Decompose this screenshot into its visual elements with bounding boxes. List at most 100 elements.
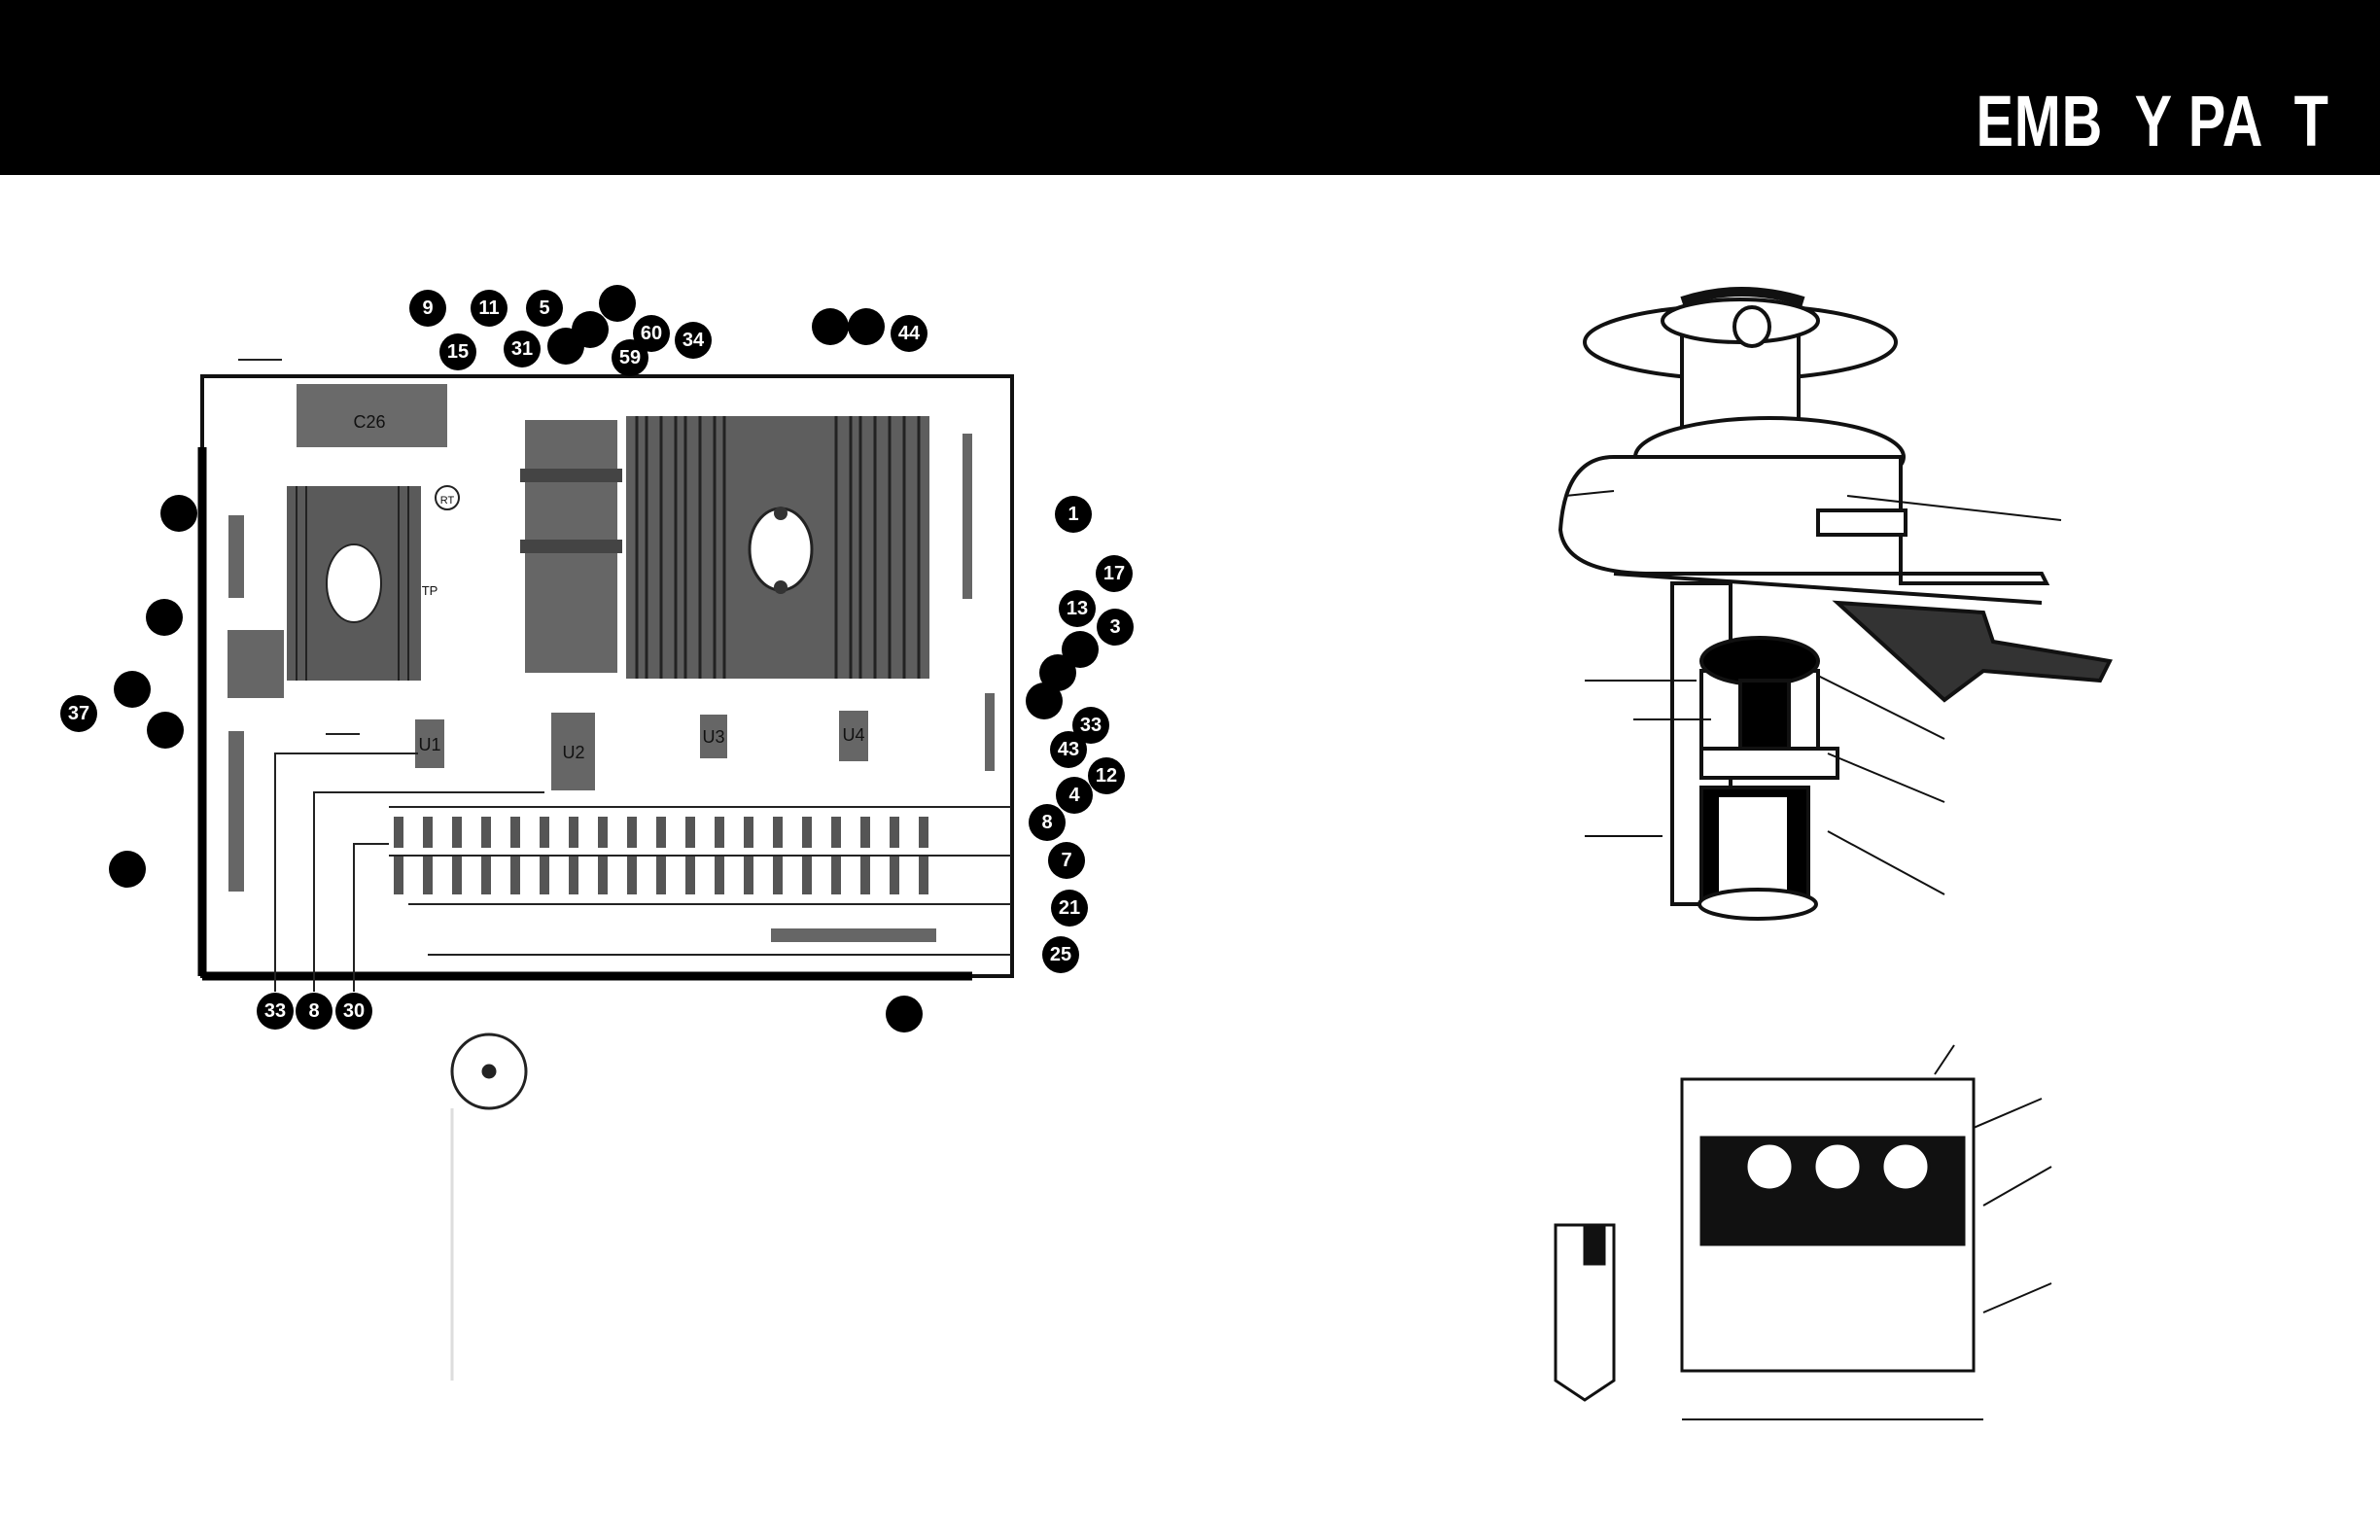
rt-label: RT bbox=[440, 495, 455, 507]
callout-marker bbox=[146, 599, 183, 636]
callout-marker bbox=[547, 328, 584, 365]
callout-marker bbox=[886, 996, 923, 1032]
page-title: EMB Y PA T bbox=[1976, 81, 2329, 161]
resistor bbox=[423, 856, 433, 894]
resistor bbox=[831, 817, 841, 848]
callout-circle bbox=[1051, 890, 1088, 927]
callout-number: 3 bbox=[1109, 616, 1120, 638]
resistor bbox=[598, 856, 608, 894]
callout-number: 34 bbox=[682, 330, 705, 351]
callout-circle bbox=[296, 993, 332, 1030]
resistor bbox=[540, 817, 549, 848]
circuit-board-diagram: C26 U1 U2 U3 U4 RT TP bbox=[60, 285, 1134, 1032]
resistor bbox=[627, 817, 637, 848]
callout-circle bbox=[547, 328, 584, 365]
callout-marker: 21 bbox=[1051, 890, 1088, 927]
callout-circle bbox=[891, 315, 928, 352]
callout-number: 31 bbox=[511, 338, 533, 360]
callout-number: 8 bbox=[1041, 812, 1052, 833]
callout-circle bbox=[471, 290, 508, 327]
callout-number: 25 bbox=[1050, 944, 1071, 965]
switch-assembly-diagram bbox=[1554, 1044, 2052, 1420]
callout-circle bbox=[1062, 631, 1099, 668]
resistor bbox=[715, 856, 724, 894]
callout-number: 60 bbox=[641, 323, 662, 344]
callout-marker: 34 bbox=[675, 322, 712, 359]
callout-number: 1 bbox=[1068, 504, 1078, 525]
resistor bbox=[744, 856, 753, 894]
callout-circle bbox=[160, 495, 197, 532]
resistor bbox=[919, 856, 928, 894]
resistor bbox=[510, 856, 520, 894]
callout-circle bbox=[114, 671, 151, 708]
callout-circle bbox=[147, 712, 184, 749]
callout-number: 8 bbox=[308, 1000, 319, 1022]
ic-u1 bbox=[415, 719, 444, 768]
callout-circle bbox=[1088, 757, 1125, 794]
callout-number: 30 bbox=[343, 1000, 365, 1022]
callout-circle bbox=[1026, 682, 1063, 719]
callout-number: 43 bbox=[1058, 739, 1079, 760]
callout-number: 11 bbox=[478, 298, 499, 319]
callout-marker bbox=[1026, 682, 1063, 719]
callout-circle bbox=[612, 339, 648, 376]
resistor bbox=[452, 817, 462, 848]
callout-marker: 3 bbox=[1097, 609, 1134, 646]
callout-marker: 12 bbox=[1088, 757, 1125, 794]
ic-u2 bbox=[551, 713, 595, 790]
transistor-left bbox=[326, 543, 382, 623]
resistor bbox=[802, 856, 812, 894]
callout-circle bbox=[675, 322, 712, 359]
callout-circle bbox=[109, 851, 146, 888]
capacitor-c26 bbox=[297, 384, 447, 447]
callout-circle bbox=[1055, 496, 1092, 533]
callout-number: 13 bbox=[1067, 598, 1088, 619]
callout-circle bbox=[335, 993, 372, 1030]
callout-number: 4 bbox=[1068, 785, 1080, 806]
callout-marker: 33 bbox=[257, 993, 294, 1030]
ic-u4 bbox=[839, 711, 868, 761]
resistor bbox=[890, 856, 899, 894]
callout-marker: 31 bbox=[504, 331, 541, 368]
callout-circle bbox=[409, 290, 446, 327]
callout-marker bbox=[1062, 631, 1099, 668]
resistor bbox=[627, 856, 637, 894]
u1-label: U1 bbox=[418, 735, 440, 754]
resistor bbox=[481, 817, 491, 848]
callout-marker: 15 bbox=[439, 333, 476, 370]
callout-marker: 37 bbox=[60, 695, 97, 732]
callout-marker: 9 bbox=[409, 290, 446, 327]
callout-marker: 13 bbox=[1059, 590, 1096, 627]
callout-marker bbox=[147, 712, 184, 749]
callout-circle bbox=[1048, 842, 1085, 879]
callout-marker: 25 bbox=[1042, 936, 1079, 973]
callout-number: 5 bbox=[539, 298, 549, 319]
callout-circle bbox=[257, 993, 294, 1030]
resistor bbox=[598, 817, 608, 848]
callout-circle bbox=[812, 308, 849, 345]
resistor bbox=[715, 817, 724, 848]
resistor bbox=[744, 817, 753, 848]
callout-marker: 5 bbox=[526, 290, 563, 327]
callout-marker: 4 bbox=[1056, 777, 1093, 814]
callout-number: 44 bbox=[898, 323, 921, 344]
callout-circle bbox=[1059, 590, 1096, 627]
callout-marker bbox=[109, 851, 146, 888]
header-bar: EMB Y PA T bbox=[0, 0, 2380, 175]
callout-marker bbox=[160, 495, 197, 532]
callout-circle bbox=[1072, 707, 1109, 744]
c26-label: C26 bbox=[353, 412, 385, 432]
callout-number: 33 bbox=[1080, 715, 1102, 736]
callout-number: 9 bbox=[422, 298, 433, 319]
callout-circle bbox=[504, 331, 541, 368]
resistor bbox=[481, 856, 491, 894]
callout-circle bbox=[526, 290, 563, 327]
callout-marker bbox=[812, 308, 849, 345]
callout-marker: 33 bbox=[1072, 707, 1109, 744]
u3-label: U3 bbox=[702, 727, 724, 747]
callout-circle bbox=[1029, 804, 1066, 841]
resistor bbox=[394, 817, 403, 848]
callout-circle bbox=[1056, 777, 1093, 814]
resistor bbox=[540, 856, 549, 894]
